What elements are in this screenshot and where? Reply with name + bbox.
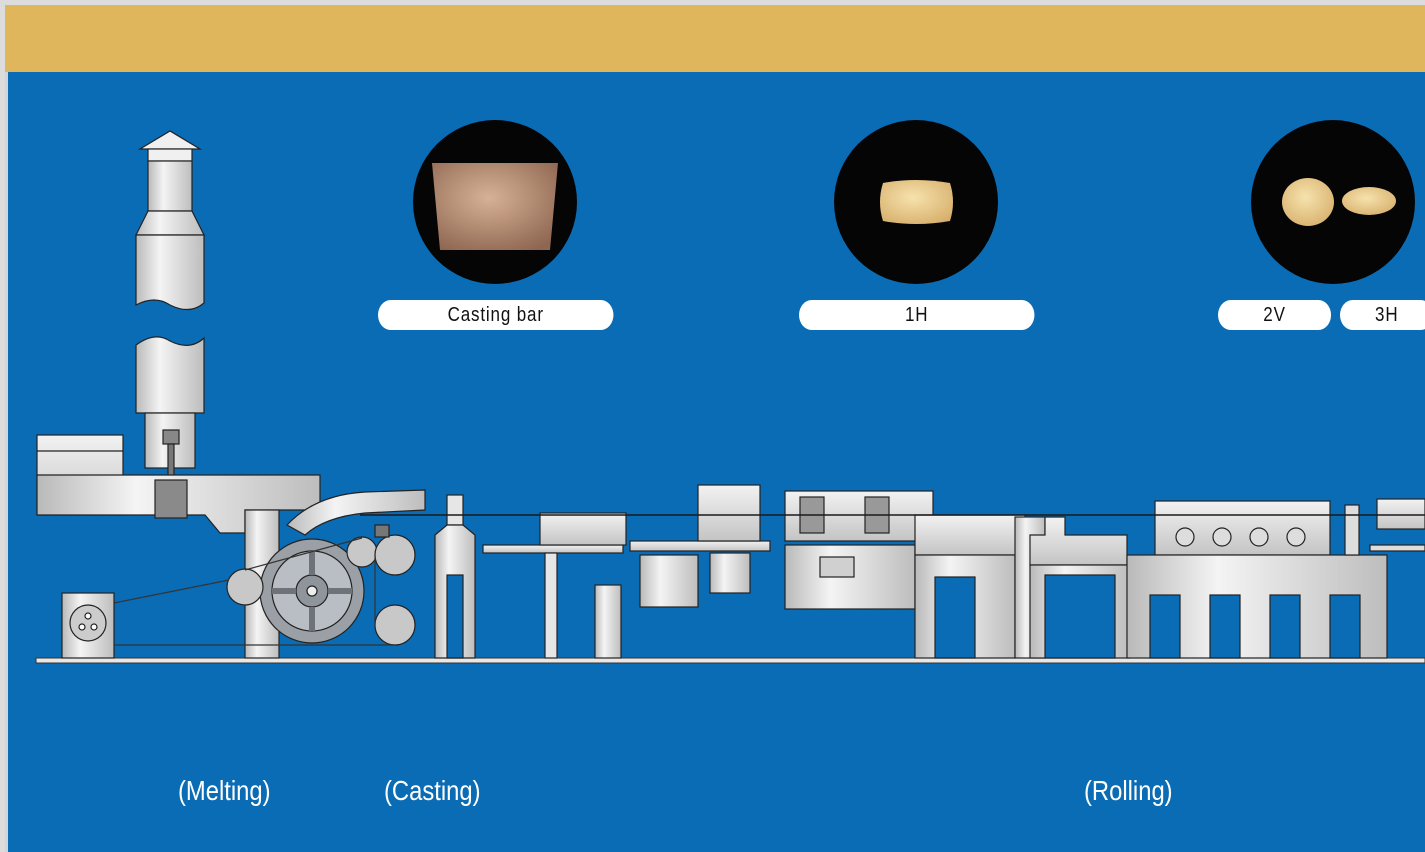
process-diagram: Casting bar 1H 2V 3H (Melting) (Casting)… (5, 5, 1425, 852)
shear-tower (435, 495, 475, 658)
sample-label-2v: 2V (1218, 300, 1331, 330)
stage-label-melting: (Melting) (178, 775, 271, 807)
sample-label-1h: 1H (799, 300, 1034, 330)
sample-disc-2v-3h (1251, 120, 1415, 284)
stage-label-casting: (Casting) (384, 775, 481, 807)
line-diagram (5, 5, 1425, 852)
sample-disc-1h (834, 120, 998, 284)
sample-label-3h: 3H (1340, 300, 1425, 330)
sample-label-casting-bar: Casting bar (378, 300, 613, 330)
sample-disc-casting-bar (413, 120, 577, 284)
rolling-stand-1 (630, 485, 933, 609)
conveyor-table (483, 513, 626, 658)
stage-label-rolling: (Rolling) (1084, 775, 1173, 807)
rolling-mill (915, 499, 1425, 658)
ground-line (36, 658, 1425, 663)
